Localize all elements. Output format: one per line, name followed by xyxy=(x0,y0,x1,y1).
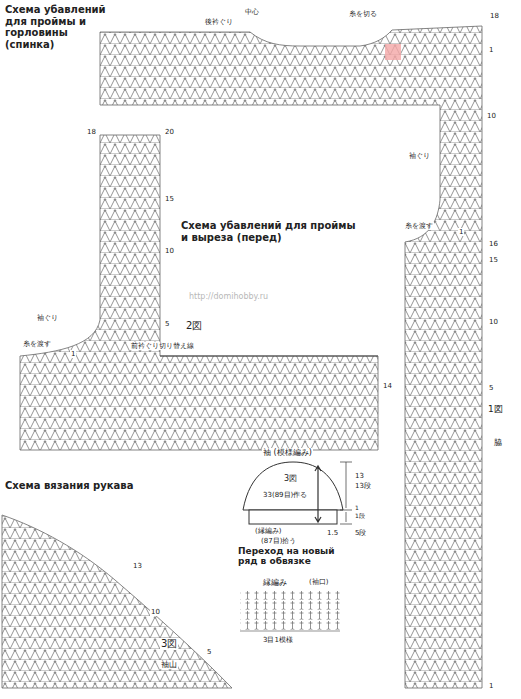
chart-label: 5 xyxy=(164,320,170,328)
watermark: http://domihobby.ru xyxy=(188,292,269,301)
chart-label: 5 xyxy=(488,384,494,392)
chart-label: 前衿ぐり切り替え線 xyxy=(130,342,195,350)
chart-label: 33(89目)作る xyxy=(262,491,308,499)
chart-label: 1図 xyxy=(487,404,504,414)
chart-label: 18 xyxy=(489,12,500,20)
chart-label: 14 xyxy=(382,382,393,390)
chart-label: 10 xyxy=(164,247,175,255)
chart-label: 13段 xyxy=(354,482,372,490)
highlight-mark xyxy=(385,44,401,60)
chart-label: 13 xyxy=(354,472,365,480)
chart-label: 10 xyxy=(150,608,161,616)
chart-label: 15 xyxy=(164,195,175,203)
chart-label: (袖口) xyxy=(308,578,329,586)
chart-label: (縁編み) xyxy=(254,527,282,535)
chart-label: 2図 xyxy=(185,320,203,332)
edging-chart xyxy=(240,590,340,630)
chart-label: 5段 xyxy=(354,529,367,537)
chart-label: 18 xyxy=(86,128,97,136)
chart-heading: Переход на новый ряд в обвязке xyxy=(237,546,351,567)
chart-label: (87目)拾う xyxy=(260,537,297,545)
chart-label: 3図 xyxy=(160,638,178,650)
chart-label: 袖ぐり xyxy=(36,314,59,322)
chart-label: 10 xyxy=(486,112,497,120)
chart-label: 3図 xyxy=(283,474,298,483)
front-piece xyxy=(20,135,378,450)
chart-heading: Схема вязания рукава xyxy=(4,480,134,492)
chart-heading: Схема убавлений для проймы и горловины (… xyxy=(4,4,118,50)
cuff-schematic xyxy=(249,510,337,524)
chart-label: 5 xyxy=(206,648,212,656)
chart-label: 袖 (模様編み) xyxy=(262,448,313,457)
dimension-arrow xyxy=(315,466,321,522)
chart-label: 糸を切る xyxy=(348,10,378,18)
sleeve-schematic xyxy=(243,462,343,510)
chart-label: 袖ぐり xyxy=(408,152,431,160)
chart-label: 10 xyxy=(488,318,499,326)
chart-label: 16 xyxy=(488,240,499,248)
chart-label: 1 xyxy=(70,350,76,358)
chart-label: 20 xyxy=(164,128,175,136)
chart-label: 13 xyxy=(132,562,143,570)
chart-label: 1.5 xyxy=(326,529,339,537)
chart-label: 1 xyxy=(354,505,360,512)
arrow-line xyxy=(240,631,340,632)
chart-label: 後衿ぐり xyxy=(204,18,234,26)
sleeve-cap xyxy=(2,515,232,688)
chart-label: 1 xyxy=(458,228,464,236)
chart-label: 3目1模様 xyxy=(262,636,294,644)
chart-label: 1段 xyxy=(354,513,366,520)
chart-label: 袖山 xyxy=(160,660,178,669)
chart-label: 脇 xyxy=(493,438,503,447)
chart-label: 1 xyxy=(488,46,494,54)
chart-label: 中心 xyxy=(244,8,260,16)
neckline-line xyxy=(160,356,378,357)
chart-label: 糸を渡す xyxy=(404,222,434,230)
chart-label: 糸を渡す xyxy=(22,340,52,348)
chart-heading: Схема убавлений для проймы и выреза (пер… xyxy=(180,220,362,243)
dimension-lines xyxy=(340,462,352,524)
chart-label: 15 xyxy=(488,256,499,264)
chart-label: 縁編み xyxy=(262,578,288,587)
chart-label: 1 xyxy=(488,682,494,690)
